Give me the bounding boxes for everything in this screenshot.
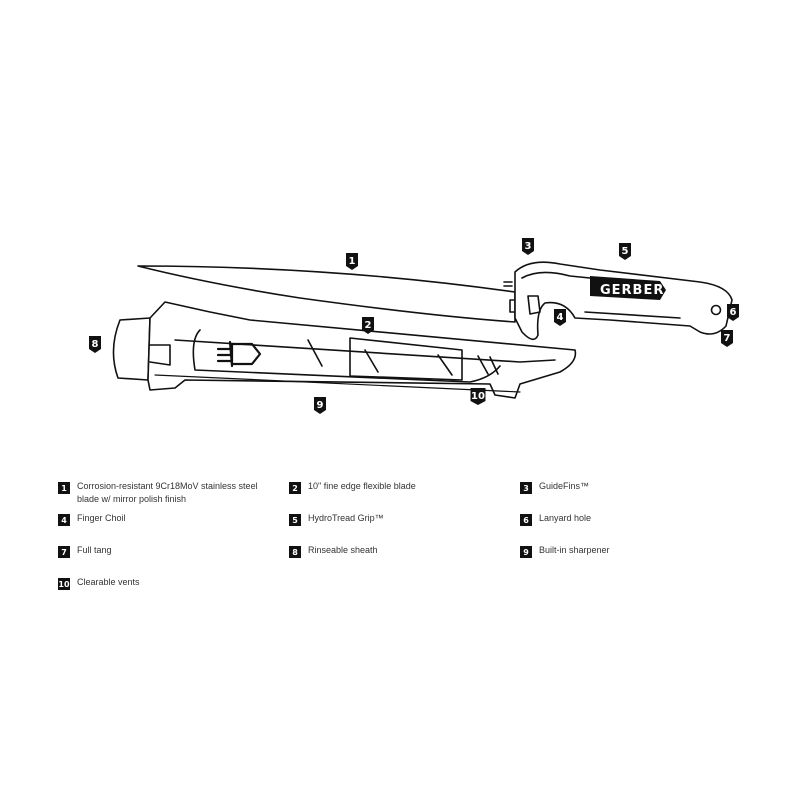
legend-number-badge: 7 <box>58 546 70 558</box>
callout-marker-text: 7 <box>724 333 731 344</box>
callout-marker-text: 8 <box>92 339 99 350</box>
legend-label: HydroTread Grip™ <box>308 513 384 523</box>
legend-item-6: 6 Lanyard hole <box>520 512 750 526</box>
legend-label: GuideFins™ <box>539 481 590 491</box>
callout-marker-5: 5 <box>619 243 631 260</box>
callout-marker-text: 6 <box>730 307 737 318</box>
legend-label: Full tang <box>77 545 112 555</box>
legend-item-5: 5 HydroTread Grip™ <box>289 512 519 526</box>
callout-marker-2: 2 <box>362 317 374 334</box>
callout-marker-text: 10 <box>471 391 485 402</box>
callout-marker-8: 8 <box>89 336 101 353</box>
legend-number-badge: 3 <box>520 482 532 494</box>
callout-marker-1: 1 <box>346 253 358 270</box>
callout-marker-10: 10 <box>470 388 486 405</box>
legend-item-1: 1 Corrosion-resistant 9Cr18MoV stainless … <box>58 480 288 506</box>
small-logo-icon <box>503 281 513 287</box>
callout-markers: 1 2 3 4 5 6 7 8 9 10 <box>89 238 739 414</box>
callout-marker-4: 4 <box>554 309 566 326</box>
sheath <box>112 301 577 399</box>
legend-item-4: 4 Finger Choil <box>58 512 288 526</box>
legend-label: Lanyard hole <box>539 513 592 523</box>
callout-marker-3: 3 <box>522 238 534 255</box>
callout-marker-6: 6 <box>727 304 739 321</box>
legend-number-badge: 9 <box>520 546 532 558</box>
callout-marker-text: 5 <box>622 246 629 257</box>
legend-item-7: 7 Full tang <box>58 544 288 558</box>
handle <box>514 261 733 341</box>
callout-marker-text: 2 <box>365 320 372 331</box>
callout-marker-text: 1 <box>349 256 356 267</box>
legend-number-badge: 1 <box>58 482 70 494</box>
legend-item-10: 10 Clearable vents <box>58 576 288 590</box>
callout-marker-text: 9 <box>317 400 324 411</box>
legend-label: Corrosion-resistant 9Cr18MoV stainless s… <box>77 481 258 504</box>
callout-marker-9: 9 <box>314 397 326 414</box>
legend-label: Built-in sharpener <box>539 545 610 555</box>
callout-marker-text: 3 <box>525 241 532 252</box>
legend-number-badge: 4 <box>58 514 70 526</box>
legend-number-badge: 6 <box>520 514 532 526</box>
legend-number-badge: 2 <box>289 482 301 494</box>
legend-label: 10" fine edge flexible blade <box>308 481 416 491</box>
legend-number-badge: 8 <box>289 546 301 558</box>
legend-label: Finger Choil <box>77 513 126 523</box>
callout-marker-text: 4 <box>557 312 564 323</box>
callout-marker-7: 7 <box>721 330 733 347</box>
knife-diagram: GERBER 1 2 3 4 5 6 7 8 9 10 <box>89 238 739 414</box>
legend-item-3: 3 GuideFins™ <box>520 480 750 494</box>
legend-number-badge: 5 <box>289 514 301 526</box>
legend-item-2: 2 10" fine edge flexible blade <box>289 480 519 494</box>
legend-number-badge: 10 <box>58 578 70 590</box>
brand-text: GERBER <box>600 283 664 298</box>
legend-item-8: 8 Rinseable sheath <box>289 544 519 558</box>
legend-item-9: 9 Built-in sharpener <box>520 544 750 558</box>
gerber-logo-icon <box>216 340 262 368</box>
legend-label: Clearable vents <box>77 577 140 587</box>
brand-plate: GERBER <box>590 276 666 300</box>
legend-label: Rinseable sheath <box>308 545 378 555</box>
